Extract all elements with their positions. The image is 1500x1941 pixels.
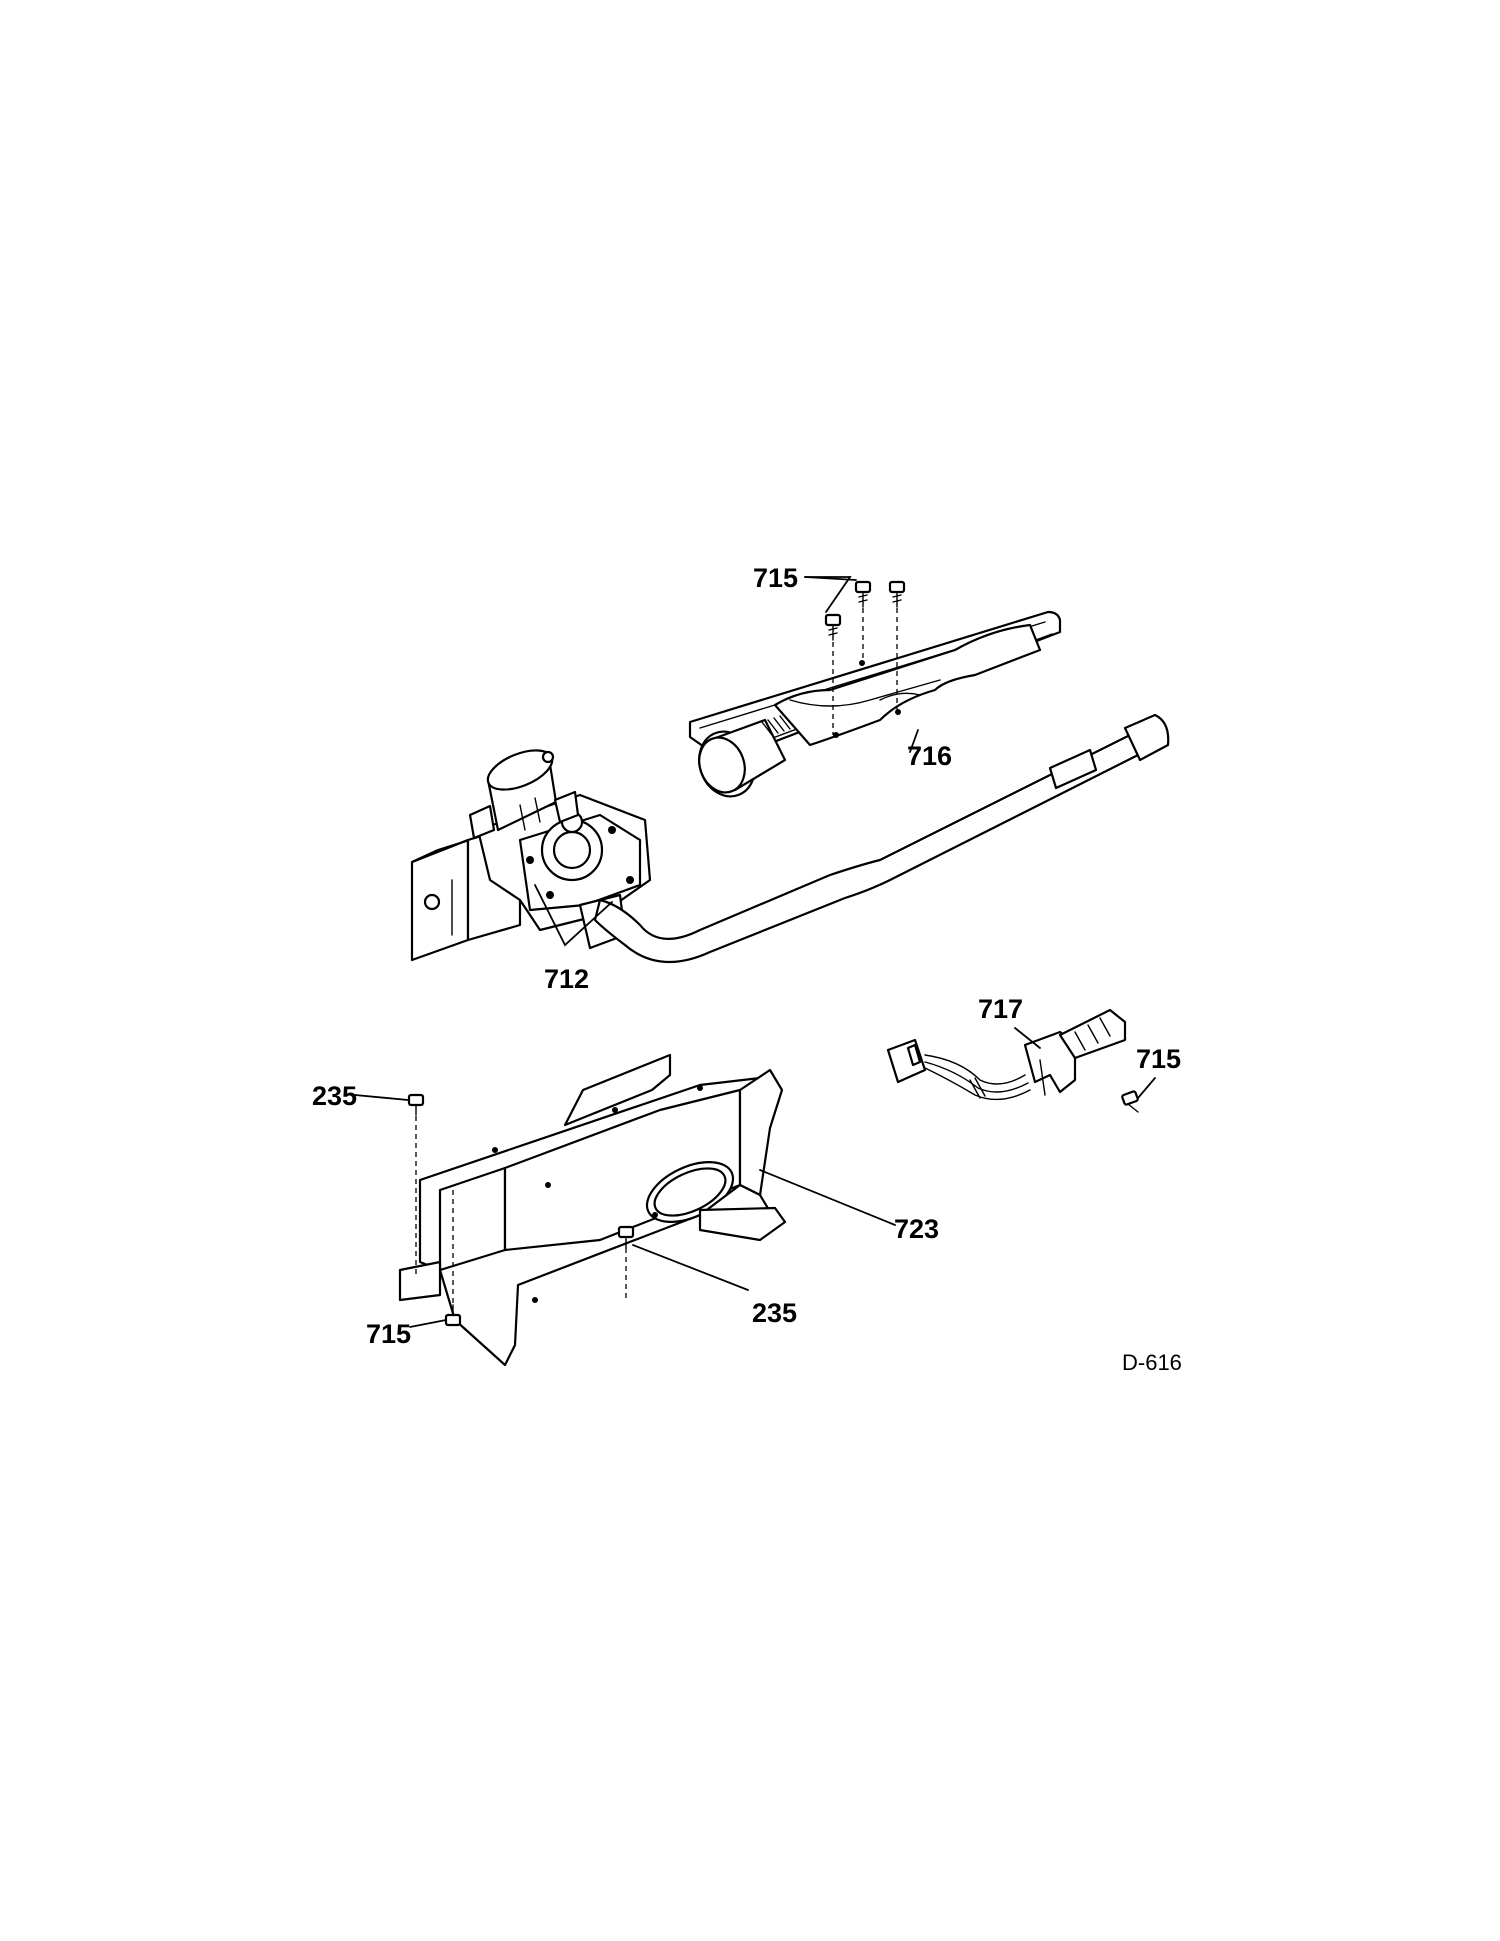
screw-235-bottom[interactable] — [617, 1225, 635, 1249]
diagram-code: D-616 — [1122, 1350, 1182, 1375]
callout-715-right: 715 — [1136, 1044, 1181, 1074]
burner-tube-716[interactable] — [688, 610, 1062, 804]
screw-715-top-1[interactable] — [824, 613, 842, 641]
callout-715-top: 715 — [753, 563, 798, 593]
callout-717: 717 — [978, 994, 1023, 1024]
callout-712: 712 — [544, 964, 589, 994]
callout-716: 716 — [907, 741, 952, 771]
callout-723: 723 — [894, 1214, 939, 1244]
gas-valve-712[interactable] — [410, 713, 1170, 964]
screw-715-top-3[interactable] — [888, 580, 906, 608]
callout-235-bottom: 235 — [752, 1298, 797, 1328]
screw-235-left[interactable] — [407, 1093, 425, 1116]
screw-715-right[interactable] — [1121, 1090, 1139, 1113]
callout-235-left: 235 — [312, 1081, 357, 1111]
screw-715-top-2[interactable] — [854, 580, 872, 608]
leader-lines — [354, 576, 1156, 1328]
callout-715-bottom: 715 — [366, 1319, 411, 1349]
bracket-723[interactable] — [398, 1053, 787, 1367]
assembly-lines — [415, 608, 898, 1305]
